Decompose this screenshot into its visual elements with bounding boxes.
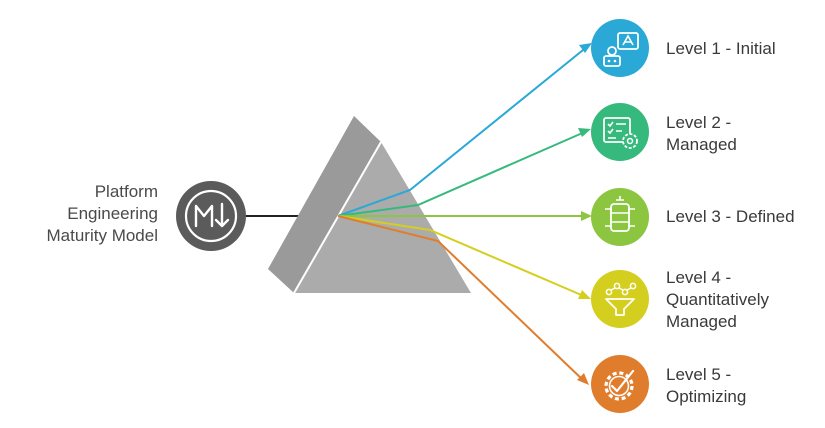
source-label-line-2: Engineering [67, 204, 158, 223]
prism [268, 116, 471, 294]
level-2-line-2: Managed [666, 135, 737, 154]
level-2-line-1: Level 2 - [666, 113, 732, 132]
source-label-line-1: Platform [94, 182, 158, 201]
source-label: Platform Engineering Maturity Model [10, 181, 158, 247]
robot-translate-icon [591, 19, 649, 77]
beam-5 [337, 215, 589, 385]
beam-2 [337, 128, 591, 217]
beam-4-line [337, 215, 587, 298]
beam-4 [337, 215, 591, 299]
level-4-line-2: Quantitatively [666, 290, 769, 309]
prism-back-face [268, 116, 381, 293]
level-5-line-2: Optimizing [666, 387, 747, 406]
level-4-line-3: Managed [666, 312, 737, 331]
source-label-line-3: Maturity Model [46, 226, 158, 245]
gear-check-icon [591, 355, 649, 413]
level-4-line-1: Level 4 - [666, 268, 732, 287]
beam-1-arrowhead [579, 43, 592, 53]
beam-5-arrowhead [577, 373, 589, 385]
beam-3 [338, 211, 592, 221]
beam-1-line [337, 45, 589, 217]
prism-front-face [294, 142, 471, 293]
checklist-gear-icon [591, 103, 649, 161]
level-2-label: Level 2 - Managed [666, 112, 737, 156]
database-stack-icon [591, 188, 649, 246]
prism-edge-highlight [293, 141, 382, 294]
level-3-label: Level 3 - Defined [666, 206, 795, 228]
level-1-label: Level 1 - Initial [666, 38, 776, 60]
beam-2-line [337, 130, 588, 217]
level-4-label: Level 4 - Quantitatively Managed [666, 267, 769, 333]
beam-4-arrowhead [578, 290, 591, 299]
beam-1 [337, 43, 592, 217]
markdown-icon [176, 181, 246, 251]
level-5-label: Level 5 - Optimizing [666, 364, 746, 408]
level-3-line-1: Level 3 - Defined [666, 207, 795, 226]
level-5-line-1: Level 5 - [666, 365, 732, 384]
funnel-network-icon [591, 270, 649, 328]
beam-3-arrowhead [581, 211, 592, 221]
beam-2-arrowhead [578, 128, 591, 137]
beam-5-line [337, 215, 585, 382]
level-1-line-1: Level 1 - Initial [666, 39, 776, 58]
